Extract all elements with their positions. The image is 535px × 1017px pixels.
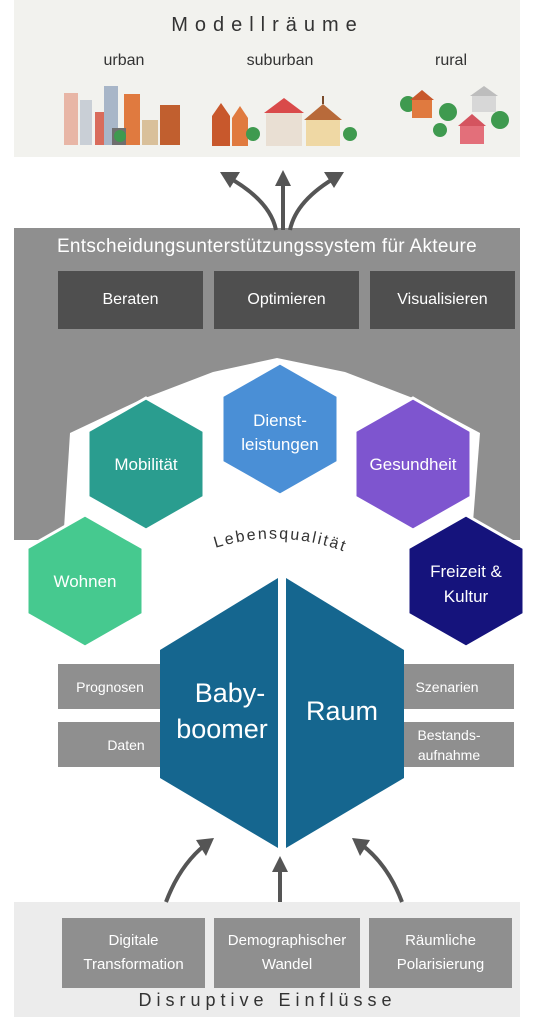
core-babyboomer: [160, 578, 278, 848]
prognosen-label: Prognosen: [76, 679, 144, 695]
core-raum: [286, 578, 404, 848]
core-label-raum: Raum: [306, 696, 378, 726]
hex-freizeit-kultur: [406, 513, 526, 649]
daten-box: [58, 722, 166, 767]
demographischer-line2: Wandel: [261, 956, 313, 973]
digitale-line1: Digitale: [108, 932, 159, 949]
modellraeume-title: Modellräume: [171, 14, 364, 36]
hex-mobilitaet: [86, 396, 206, 532]
suburban-illustration: [212, 96, 357, 146]
area-label-rural: rural: [434, 52, 467, 69]
ess-title: Entscheidungsunterstützungssystem für Ak…: [56, 236, 478, 257]
raeumliche-line1: Räumliche: [405, 932, 476, 949]
hex-wohnen: [25, 513, 145, 649]
demographischer-line1: Demographischer: [227, 932, 347, 949]
visualisieren-box: Visualisieren: [370, 271, 515, 329]
raeumliche-polarisierung-box: Räumliche Polarisierung: [369, 918, 512, 988]
beraten-box: Beraten: [58, 271, 203, 329]
area-label-urban: urban: [103, 52, 145, 69]
digitale-line2: Transformation: [83, 956, 184, 973]
hex-label-freizeit-line1: Freizeit &: [430, 562, 502, 581]
hex-label-mobilitaet: Mobilität: [114, 455, 178, 474]
hex-label-freizeit-line2: Kultur: [444, 587, 489, 606]
prognosen-box: [58, 664, 166, 709]
raeumliche-line2: Polarisierung: [396, 956, 485, 973]
arrows-bottom: [164, 843, 404, 903]
szenarien-label: Szenarien: [415, 679, 478, 695]
hex-gesundheit: [353, 396, 473, 532]
daten-label: Daten: [107, 737, 144, 753]
arrowheads-bottom: [196, 838, 370, 872]
demographischer-wandel-box: Demographischer Wandel: [214, 918, 360, 988]
urban-illustration: [64, 86, 180, 145]
core-label-baby: Baby-: [195, 678, 266, 708]
optimieren-box: Optimieren: [214, 271, 359, 329]
arrowheads-up: [220, 170, 344, 188]
digitale-transformation-box: Digitale Transformation: [62, 918, 205, 988]
area-label-suburban: suburban: [246, 52, 314, 69]
disruptive-title: Disruptive Einflüsse: [138, 990, 397, 1010]
hex-dienstleistungen: [220, 361, 340, 497]
bestands-label-line1: Bestands-: [417, 727, 480, 743]
bestands-label-line2: aufnahme: [418, 747, 480, 763]
hex-label-dienst-line1: Dienst-: [253, 411, 307, 430]
core-label-boomer: boomer: [176, 714, 268, 744]
hex-label-dienst-line2: leistungen: [241, 435, 319, 454]
rural-illustration: [400, 86, 509, 144]
hex-label-wohnen: Wohnen: [53, 572, 116, 591]
hex-label-gesundheit: Gesundheit: [370, 455, 457, 474]
